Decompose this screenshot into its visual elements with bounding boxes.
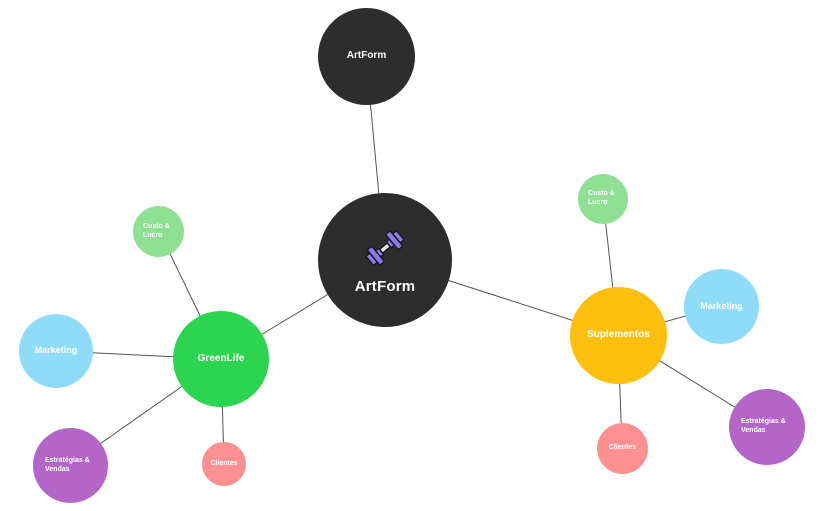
node-label: Suplementos [587, 329, 650, 341]
node-suplementos-custo-lucro[interactable]: Custo & Lucro [578, 174, 628, 224]
node-label: ArtForm [354, 277, 416, 295]
node-suplementos[interactable]: Suplementos [570, 287, 667, 384]
node-label: Custo & Lucro [143, 222, 170, 239]
node-label: Marketing [700, 300, 743, 311]
node-greenlife[interactable]: GreenLife [173, 311, 269, 407]
node-label: Clientes [608, 444, 637, 452]
node-greenlife-custo-lucro[interactable]: Custo & Lucro [133, 206, 184, 257]
node-greenlife-clientes[interactable]: Clientes [202, 442, 246, 486]
node-center-artform[interactable]: ArtForm [318, 193, 452, 327]
node-label: Custo & Lucro [588, 190, 615, 206]
node-label: ArtForm [346, 50, 387, 62]
node-greenlife-marketing[interactable]: Marketing [19, 314, 93, 388]
node-suplementos-clientes[interactable]: Clientes [597, 423, 648, 474]
dumbbell-icon [365, 230, 405, 266]
node-suplementos-estrategias-vendas[interactable]: Estratégias & Vendas [729, 389, 805, 465]
node-label: Estratégias & Vendas [741, 418, 786, 434]
node-top-artform[interactable]: ArtForm [318, 8, 415, 105]
node-label: Estratégias & Vendas [45, 456, 90, 473]
node-label: GreenLife [197, 352, 245, 364]
node-label: Marketing [34, 345, 78, 356]
node-suplementos-marketing[interactable]: Marketing [684, 269, 759, 344]
node-label: Clientes [210, 459, 238, 467]
node-greenlife-estrategias-vendas[interactable]: Estratégias & Vendas [33, 428, 108, 503]
